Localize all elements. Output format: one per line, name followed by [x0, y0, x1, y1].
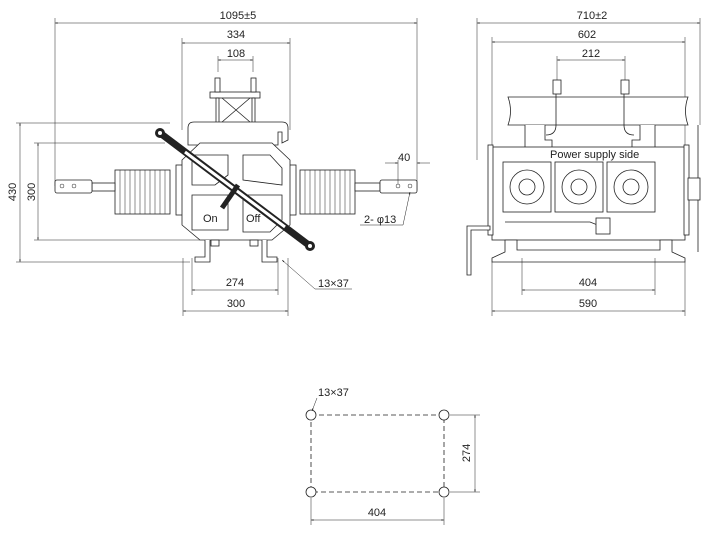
mounting-hole — [305, 409, 317, 421]
dimension-bolt-spacing: 108 — [217, 48, 254, 72]
dimension-plan-horizontal: 404 — [310, 498, 445, 525]
side-disk — [687, 125, 701, 252]
top-bracket — [187, 121, 289, 146]
mounting-hole — [438, 409, 450, 421]
svg-text:602: 602 — [578, 29, 596, 41]
mounting-hole — [438, 486, 450, 498]
terminal-module — [606, 161, 656, 213]
operating-handle — [155, 128, 315, 251]
svg-text:2- φ13: 2- φ13 — [364, 214, 396, 226]
svg-text:40: 40 — [398, 152, 410, 164]
dimension-overall-height: 430 — [7, 122, 190, 263]
u-bolts — [545, 79, 635, 136]
svg-text:274: 274 — [226, 277, 244, 289]
dimension-overall-width: 1095±5 — [54, 10, 418, 190]
dimension-foot-hole-spacing: 274 — [191, 258, 279, 295]
dimension-side-bolt-spacing: 212 — [556, 48, 626, 80]
terminal-module — [502, 161, 552, 213]
svg-text:404: 404 — [368, 507, 386, 519]
svg-text:13×37: 13×37 — [318, 278, 349, 290]
dimension-bracket-width: 334 — [181, 29, 291, 130]
svg-text:13×37: 13×37 — [318, 387, 349, 399]
svg-text:108: 108 — [227, 48, 245, 60]
svg-text:300: 300 — [227, 298, 245, 310]
dimension-plan-vertical: 274 — [450, 414, 480, 493]
mounting-feet — [194, 239, 278, 263]
svg-text:430: 430 — [7, 183, 19, 201]
side-view: 710±2 602 212 Pow — [466, 10, 701, 316]
dimension-base-hole-spacing: 404 — [521, 258, 656, 295]
dimension-terminal-offset: 40 — [385, 152, 430, 184]
svg-text:404: 404 — [579, 277, 597, 289]
right-bellows-insulator — [299, 169, 418, 215]
svg-text:590: 590 — [579, 298, 597, 310]
svg-text:1095±5: 1095±5 — [220, 10, 257, 22]
side-body: Power supply side — [487, 144, 690, 241]
mounting-hole — [305, 486, 317, 498]
dimension-body-width: 602 — [491, 29, 686, 147]
side-base — [491, 239, 686, 263]
svg-text:274: 274 — [461, 444, 473, 462]
svg-text:212: 212 — [582, 48, 600, 60]
plan-slot-size-callout: 13×37 — [311, 387, 349, 412]
mounting-plan: 13×37 274 404 — [305, 387, 480, 525]
off-label: Off — [246, 213, 261, 225]
dimension-foot-width: 300 — [182, 258, 289, 316]
slot-size-callout: 13×37 — [281, 259, 352, 290]
front-view: 1095±5 334 108 430 300 — [7, 10, 430, 316]
svg-text:710±2: 710±2 — [577, 10, 608, 22]
dimension-side-overall-width: 710±2 — [476, 10, 701, 160]
svg-text:334: 334 — [227, 29, 245, 41]
side-handle — [466, 225, 491, 276]
terminal-holes-callout: 2- φ13 — [360, 191, 411, 226]
pole-clamp — [209, 77, 261, 137]
svg-text:300: 300 — [26, 183, 38, 201]
mounting-pole — [507, 96, 689, 126]
dimension-base-width: 590 — [491, 262, 686, 316]
pole-brackets — [524, 125, 656, 153]
left-bellows-insulator — [54, 169, 171, 215]
power-supply-side-label: Power supply side — [550, 149, 639, 161]
on-label: On — [203, 213, 218, 225]
dimension-terminal-height: 300 — [26, 142, 200, 241]
terminal-module — [554, 161, 604, 213]
